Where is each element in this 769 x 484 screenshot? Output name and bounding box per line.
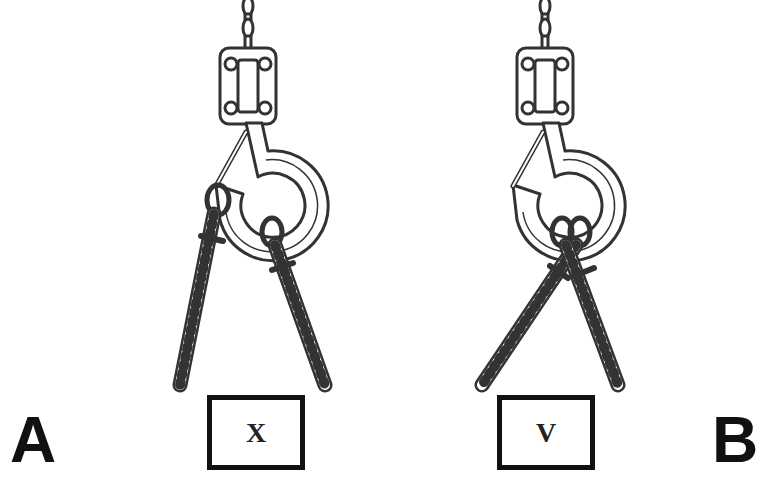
answer-box: X — [207, 395, 305, 470]
panel-letter: B — [712, 408, 758, 472]
mark-text: V — [536, 417, 556, 449]
mark-text: X — [246, 417, 266, 449]
answer-box: V — [497, 395, 595, 470]
panel-letter: A — [10, 408, 56, 472]
